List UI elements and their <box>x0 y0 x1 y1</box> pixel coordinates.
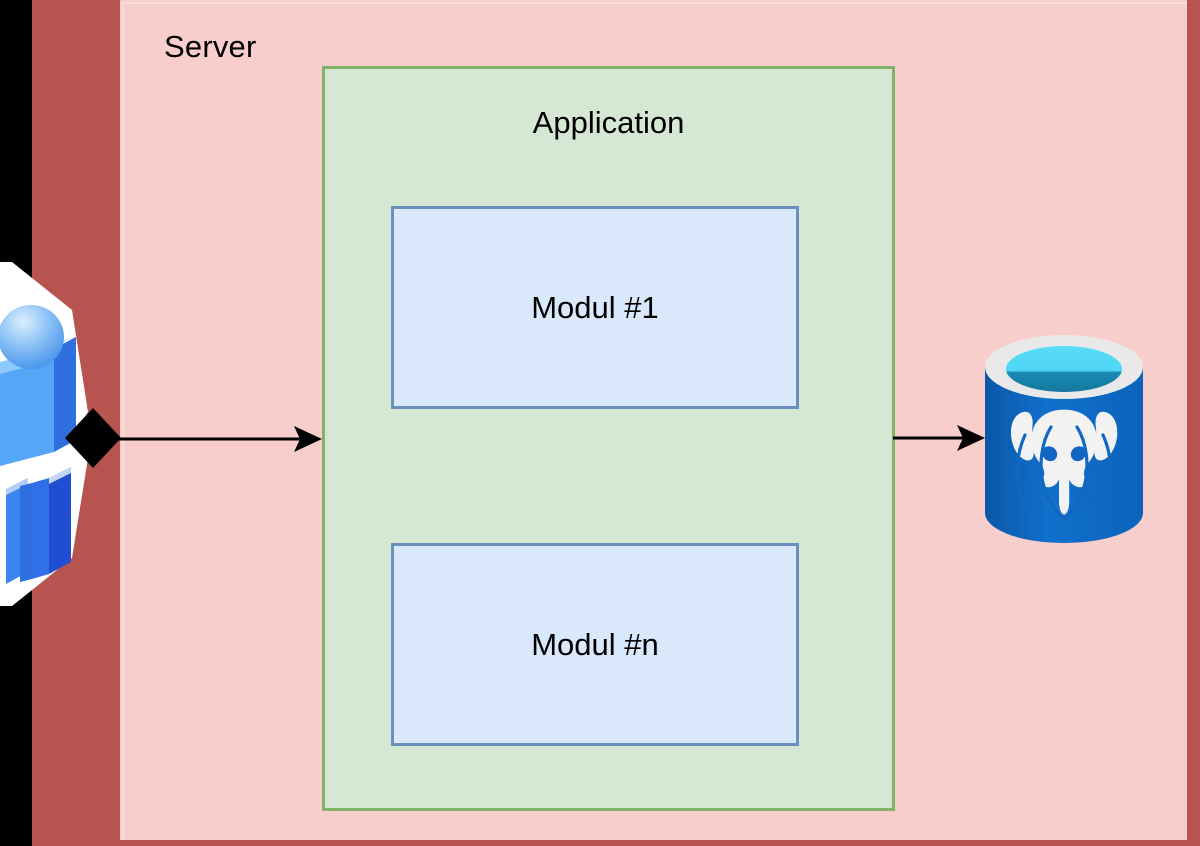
user-actor-icon[interactable] <box>0 262 96 606</box>
module-box-1[interactable]: Modul #1 <box>391 206 799 409</box>
connector-actor-to-application <box>118 424 326 454</box>
module-box-n[interactable]: Modul #n <box>391 543 799 746</box>
application-container[interactable]: Application Modul #1 Modul #n <box>322 66 895 811</box>
module-label-n: Modul #n <box>531 627 659 662</box>
server-label: Server <box>164 29 257 64</box>
module-label-1: Modul #1 <box>531 290 659 325</box>
connector-application-to-database <box>893 423 989 453</box>
postgresql-database-icon[interactable] <box>981 331 1147 551</box>
composition-diamond-marker <box>63 408 123 468</box>
application-label: Application <box>532 105 685 140</box>
